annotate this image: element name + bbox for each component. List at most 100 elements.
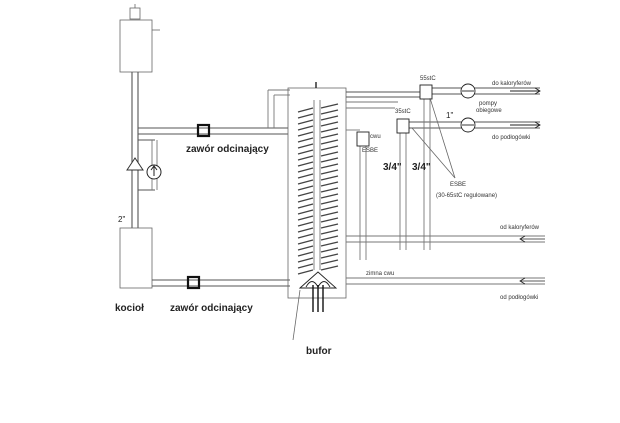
- coil-line: [320, 163, 339, 169]
- coil-line: [320, 127, 339, 133]
- to-floor-label: do podłogówki: [492, 135, 530, 141]
- return-pipe-bottom: [152, 279, 290, 287]
- buffer-pointer-line: [292, 289, 301, 341]
- coil-line: [297, 233, 314, 239]
- coil-line: [297, 113, 314, 119]
- coil-line: [297, 119, 314, 125]
- coil-line: [320, 175, 339, 181]
- coil-line: [320, 121, 339, 127]
- pump-floor-icon: [460, 117, 476, 133]
- coil-line: [297, 155, 314, 161]
- coil-line: [320, 205, 339, 211]
- buffer-label: bufor: [306, 346, 332, 357]
- riser-pipe: [131, 72, 139, 228]
- valve-label-bottom: zawór odcinający: [170, 303, 253, 314]
- to-radiators-label: do kaloryferów: [492, 81, 532, 87]
- pumps-label-2: obiegowe: [476, 108, 502, 114]
- buffer-tank: [287, 82, 347, 299]
- coil-line: [297, 179, 314, 185]
- coil-line: [320, 217, 339, 223]
- coil-line: [320, 253, 339, 259]
- coil-line: [297, 137, 314, 143]
- exchanger-detail: [298, 271, 338, 312]
- coil-line: [297, 191, 314, 197]
- coil-line: [320, 241, 339, 247]
- valve-label-top: zawór odcinający: [186, 144, 269, 155]
- from-radiators-label: od kaloryferów: [500, 225, 540, 231]
- expansion-tank: [119, 4, 160, 73]
- coil-line: [297, 125, 314, 131]
- coil-line: [320, 157, 339, 163]
- pump-radiators-icon: [460, 83, 476, 99]
- boiler-label: kocioł: [115, 303, 144, 314]
- coil-line: [320, 247, 339, 253]
- valve-esbe-cwu: [356, 131, 370, 147]
- valve-35: [396, 118, 410, 134]
- coil-line: [320, 145, 339, 151]
- valve-55: [419, 84, 433, 100]
- coil-line: [297, 263, 314, 269]
- coil-line: [297, 245, 314, 251]
- coil-line: [320, 223, 339, 229]
- coil-line: [320, 259, 339, 265]
- from-floor-label: od podłogówki: [500, 295, 538, 301]
- coil-line: [320, 169, 339, 175]
- coil-line: [320, 193, 339, 199]
- esbe-small-label: ESBE: [362, 148, 378, 154]
- shutoff-valve-bottom: [186, 275, 201, 290]
- coil-line: [320, 187, 339, 193]
- pump-icon: [146, 164, 162, 180]
- coil-line: [297, 131, 314, 137]
- coil-line: [320, 265, 339, 271]
- coil-line: [297, 149, 314, 155]
- one-inch-label: 1": [446, 111, 453, 120]
- coil-line: [320, 151, 339, 157]
- coil-line: [320, 199, 339, 205]
- coil-line: [297, 107, 314, 113]
- pumps-label-1: pompy: [479, 101, 497, 107]
- coil-line: [297, 251, 314, 257]
- pipe-size-2in: 2": [118, 215, 125, 224]
- check-valve-icon: [126, 157, 144, 171]
- coil-line: [297, 221, 314, 227]
- coil-line: [297, 203, 314, 209]
- cwu-label: cwu: [370, 134, 381, 140]
- coil-line: [297, 269, 314, 275]
- coil-line: [297, 161, 314, 167]
- coil-line: [297, 215, 314, 221]
- coil-line: [320, 115, 339, 121]
- shutoff-valve-top: [196, 123, 211, 138]
- coil-line: [297, 185, 314, 191]
- three-quarter-a: 3/4": [383, 162, 402, 173]
- temp-55-label: 55stC: [420, 76, 436, 82]
- coil-line: [320, 181, 339, 187]
- coil-line: [320, 133, 339, 139]
- coil-line: [297, 239, 314, 245]
- coil-hatch: [297, 103, 339, 275]
- coil-line: [297, 143, 314, 149]
- coil-line: [320, 103, 339, 109]
- outflow-arrows: [510, 87, 541, 129]
- coil-line: [320, 109, 339, 115]
- supply-pipe-top: [138, 89, 290, 135]
- esbe-range-label: (30-65stC regulowane): [436, 193, 497, 199]
- coil-line: [297, 197, 314, 203]
- esbe-pointer-lines: [411, 97, 456, 179]
- return-lines: [346, 235, 545, 285]
- coil-line: [320, 229, 339, 235]
- cold-cwu-label: zimna cwu: [366, 271, 394, 277]
- coil-line: [297, 167, 314, 173]
- three-quarter-b: 3/4": [412, 162, 431, 173]
- temp-35-label: 35stC: [395, 109, 411, 115]
- distribution-pipes: [346, 87, 540, 260]
- coil-line: [297, 257, 314, 263]
- coil-line: [297, 209, 314, 215]
- coil-line: [320, 139, 339, 145]
- coil-line: [320, 235, 339, 241]
- esbe-big-label: ESBE: [450, 182, 466, 188]
- coil-line: [297, 227, 314, 233]
- boiler: [119, 227, 153, 289]
- coil-line: [297, 173, 314, 179]
- coil-line: [320, 211, 339, 217]
